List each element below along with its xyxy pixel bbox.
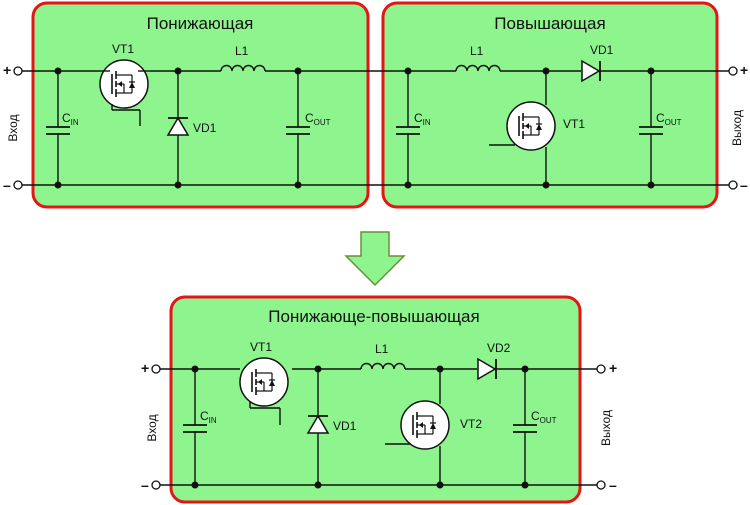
buckboost-title: Понижающе-повышающая <box>268 307 479 326</box>
bb-l1-inductor <box>360 362 406 370</box>
buckboost-input-minus-terminal <box>151 480 161 490</box>
bb-vt2-label: VT2 <box>460 417 482 431</box>
bb-cout-capacitor <box>513 369 537 485</box>
buck-vt1-label: VT1 <box>112 42 134 56</box>
down-arrow <box>344 231 406 287</box>
input-plus-sign: + <box>3 62 11 78</box>
output-plus-sign: + <box>740 62 748 78</box>
buck-l1-inductor <box>220 64 266 72</box>
buck-l1-label: L1 <box>235 44 249 58</box>
boost-l1-label: L1 <box>470 44 484 58</box>
bb-vt2-transistor <box>385 369 450 485</box>
boost-vt1-label: VT1 <box>563 117 585 131</box>
input-minus-sign: – <box>3 177 11 193</box>
boost-cout-capacitor <box>639 71 663 185</box>
buck-input-label: Вход <box>6 114 20 141</box>
bb-vd2-diode <box>477 357 497 381</box>
boost-vd1-label: VD1 <box>590 43 614 57</box>
buck-cin-capacitor <box>46 71 70 185</box>
bb-vd1-label: VD1 <box>333 419 357 433</box>
top-junction-dots <box>54 67 655 189</box>
boost-title: Повышающая <box>494 14 605 33</box>
output-minus-sign: – <box>740 177 748 193</box>
bottom-rails <box>160 368 597 486</box>
buck-input-minus-terminal <box>13 180 23 190</box>
bb-cin-label: CIN <box>200 409 217 425</box>
bb-input-minus-sign: – <box>141 477 149 493</box>
boost-cout-label: COUT <box>656 111 682 127</box>
buck-vt1-transistor <box>99 59 149 109</box>
buck-input-plus-terminal <box>13 66 23 76</box>
bb-input-plus-sign: + <box>141 360 149 376</box>
buck-vd1-label: VD1 <box>193 121 217 135</box>
bb-l1-label: L1 <box>375 342 389 356</box>
buck-cout-label: COUT <box>305 111 331 127</box>
bb-vt1-label: VT1 <box>250 340 272 354</box>
bb-vd1-diode <box>306 369 330 485</box>
boost-panel <box>381 1 719 209</box>
bb-vt1-transistor <box>239 357 289 407</box>
boost-cin-label: CIN <box>414 111 431 127</box>
buckboost-panel <box>169 295 582 504</box>
boost-cin-capacitor <box>396 71 420 185</box>
buckboost-output-plus-terminal <box>596 364 606 374</box>
buckboost-input-plus-terminal <box>151 364 161 374</box>
bb-output-plus-sign: + <box>609 360 617 376</box>
buck-title: Понижающая <box>147 14 254 33</box>
boost-output-label: Выход <box>730 110 744 146</box>
buck-vd1-diode <box>166 71 190 185</box>
buck-panel <box>31 1 370 209</box>
bb-input-label: Вход <box>145 414 159 441</box>
bb-output-label: Выход <box>599 410 613 446</box>
buck-cout-capacitor <box>286 71 310 185</box>
bb-cin-capacitor <box>183 369 207 485</box>
bottom-junction-dots <box>191 365 529 489</box>
boost-output-plus-terminal <box>728 66 738 76</box>
buckboost-output-minus-terminal <box>596 480 606 490</box>
boost-output-minus-terminal <box>728 180 738 190</box>
boost-vt1-transistor <box>489 71 556 185</box>
bb-vd2-label: VD2 <box>487 341 511 355</box>
boost-l1-inductor <box>455 64 501 72</box>
boost-vd1-diode <box>581 59 601 83</box>
buck-cin-label: CIN <box>62 111 79 127</box>
bb-output-minus-sign: – <box>609 477 617 493</box>
bb-cout-label: COUT <box>531 409 557 425</box>
